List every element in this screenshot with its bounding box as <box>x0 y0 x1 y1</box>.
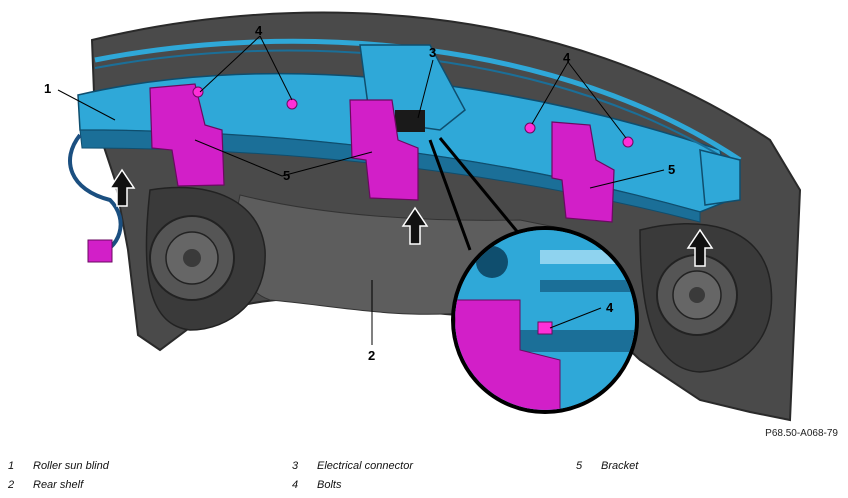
callout-1: 1 <box>44 81 51 96</box>
legend-num: 2 <box>8 479 15 491</box>
callout-3: 3 <box>429 45 436 60</box>
bracket-right <box>551 121 615 223</box>
callout-5b: 5 <box>668 162 675 177</box>
legend-text: Bracket <box>601 460 639 472</box>
bracket-left <box>149 83 225 187</box>
electrical-connector <box>395 110 425 132</box>
legend-text: Rear shelf <box>33 479 84 491</box>
callout-4b: 4 <box>563 50 571 65</box>
callout-5a: 5 <box>283 168 290 183</box>
callout-2: 2 <box>368 348 375 363</box>
legend-num: 1 <box>8 460 15 472</box>
detail-inset <box>428 137 639 414</box>
legend-text: Bolts <box>317 479 342 491</box>
legend-text: Roller sun blind <box>33 460 109 472</box>
bracket-center <box>349 99 419 201</box>
figure-reference-id: P68.50-A068-79 <box>765 428 838 439</box>
diagram-figure: 1 2 3 4 4 4 4 5 5 5 <box>44 11 802 422</box>
legend-num: 4 <box>292 479 299 491</box>
legend-num: 3 <box>292 460 299 472</box>
callout-4c: 4 <box>606 300 614 315</box>
legend-num: 5 <box>576 460 583 472</box>
legend-text: Electrical connector <box>317 460 413 472</box>
legend: 1 Roller sun blind 2 Rear shelf 3 Electr… <box>0 456 848 496</box>
leader-lines <box>57 35 665 345</box>
arrow-up-icon <box>108 168 714 267</box>
brackets <box>149 83 634 223</box>
callout-4a: 4 <box>255 23 263 38</box>
